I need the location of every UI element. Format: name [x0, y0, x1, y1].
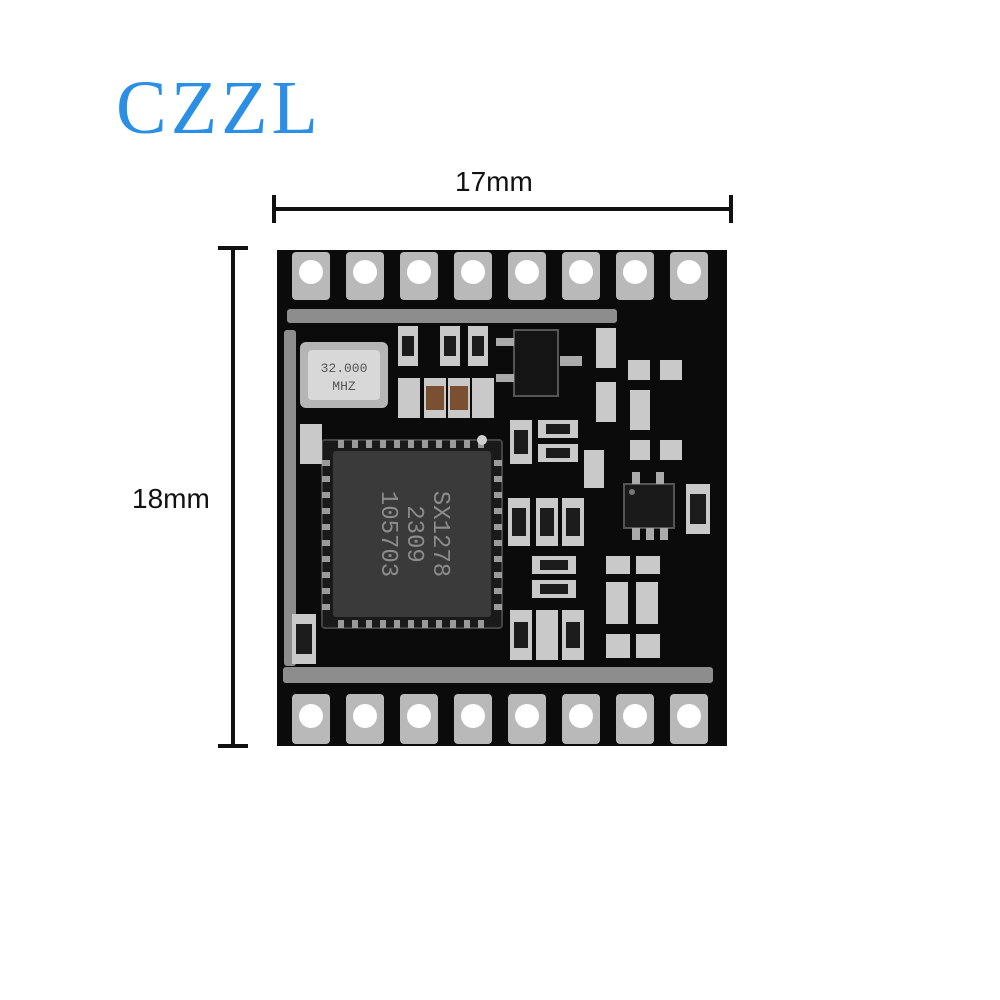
height-dimension-bar [218, 246, 248, 748]
sot-transistor [496, 329, 582, 397]
crystal-oscillator: 32.000 MHZ [300, 342, 388, 408]
width-dimension-label: 17mm [455, 166, 533, 197]
crystal-frequency: 32.000 [321, 361, 368, 376]
chip-date-code: 2309 [400, 505, 427, 563]
sot-ic [623, 472, 675, 540]
bottom-pin-row [292, 694, 708, 744]
height-dimension-label: 18mm [132, 483, 210, 514]
width-dimension-bar [272, 195, 733, 223]
chip-lot-code: 105703 [374, 491, 401, 577]
sx1278-chip: SX1278 2309 105703 [321, 439, 503, 629]
passive-components [292, 326, 710, 664]
chip-part-number: SX1278 [426, 491, 453, 577]
test-point [477, 435, 487, 445]
crystal-unit: MHZ [332, 379, 356, 394]
brand-logo: CZZL [116, 66, 322, 150]
top-pin-row [292, 252, 708, 300]
shield-frame [283, 309, 713, 683]
